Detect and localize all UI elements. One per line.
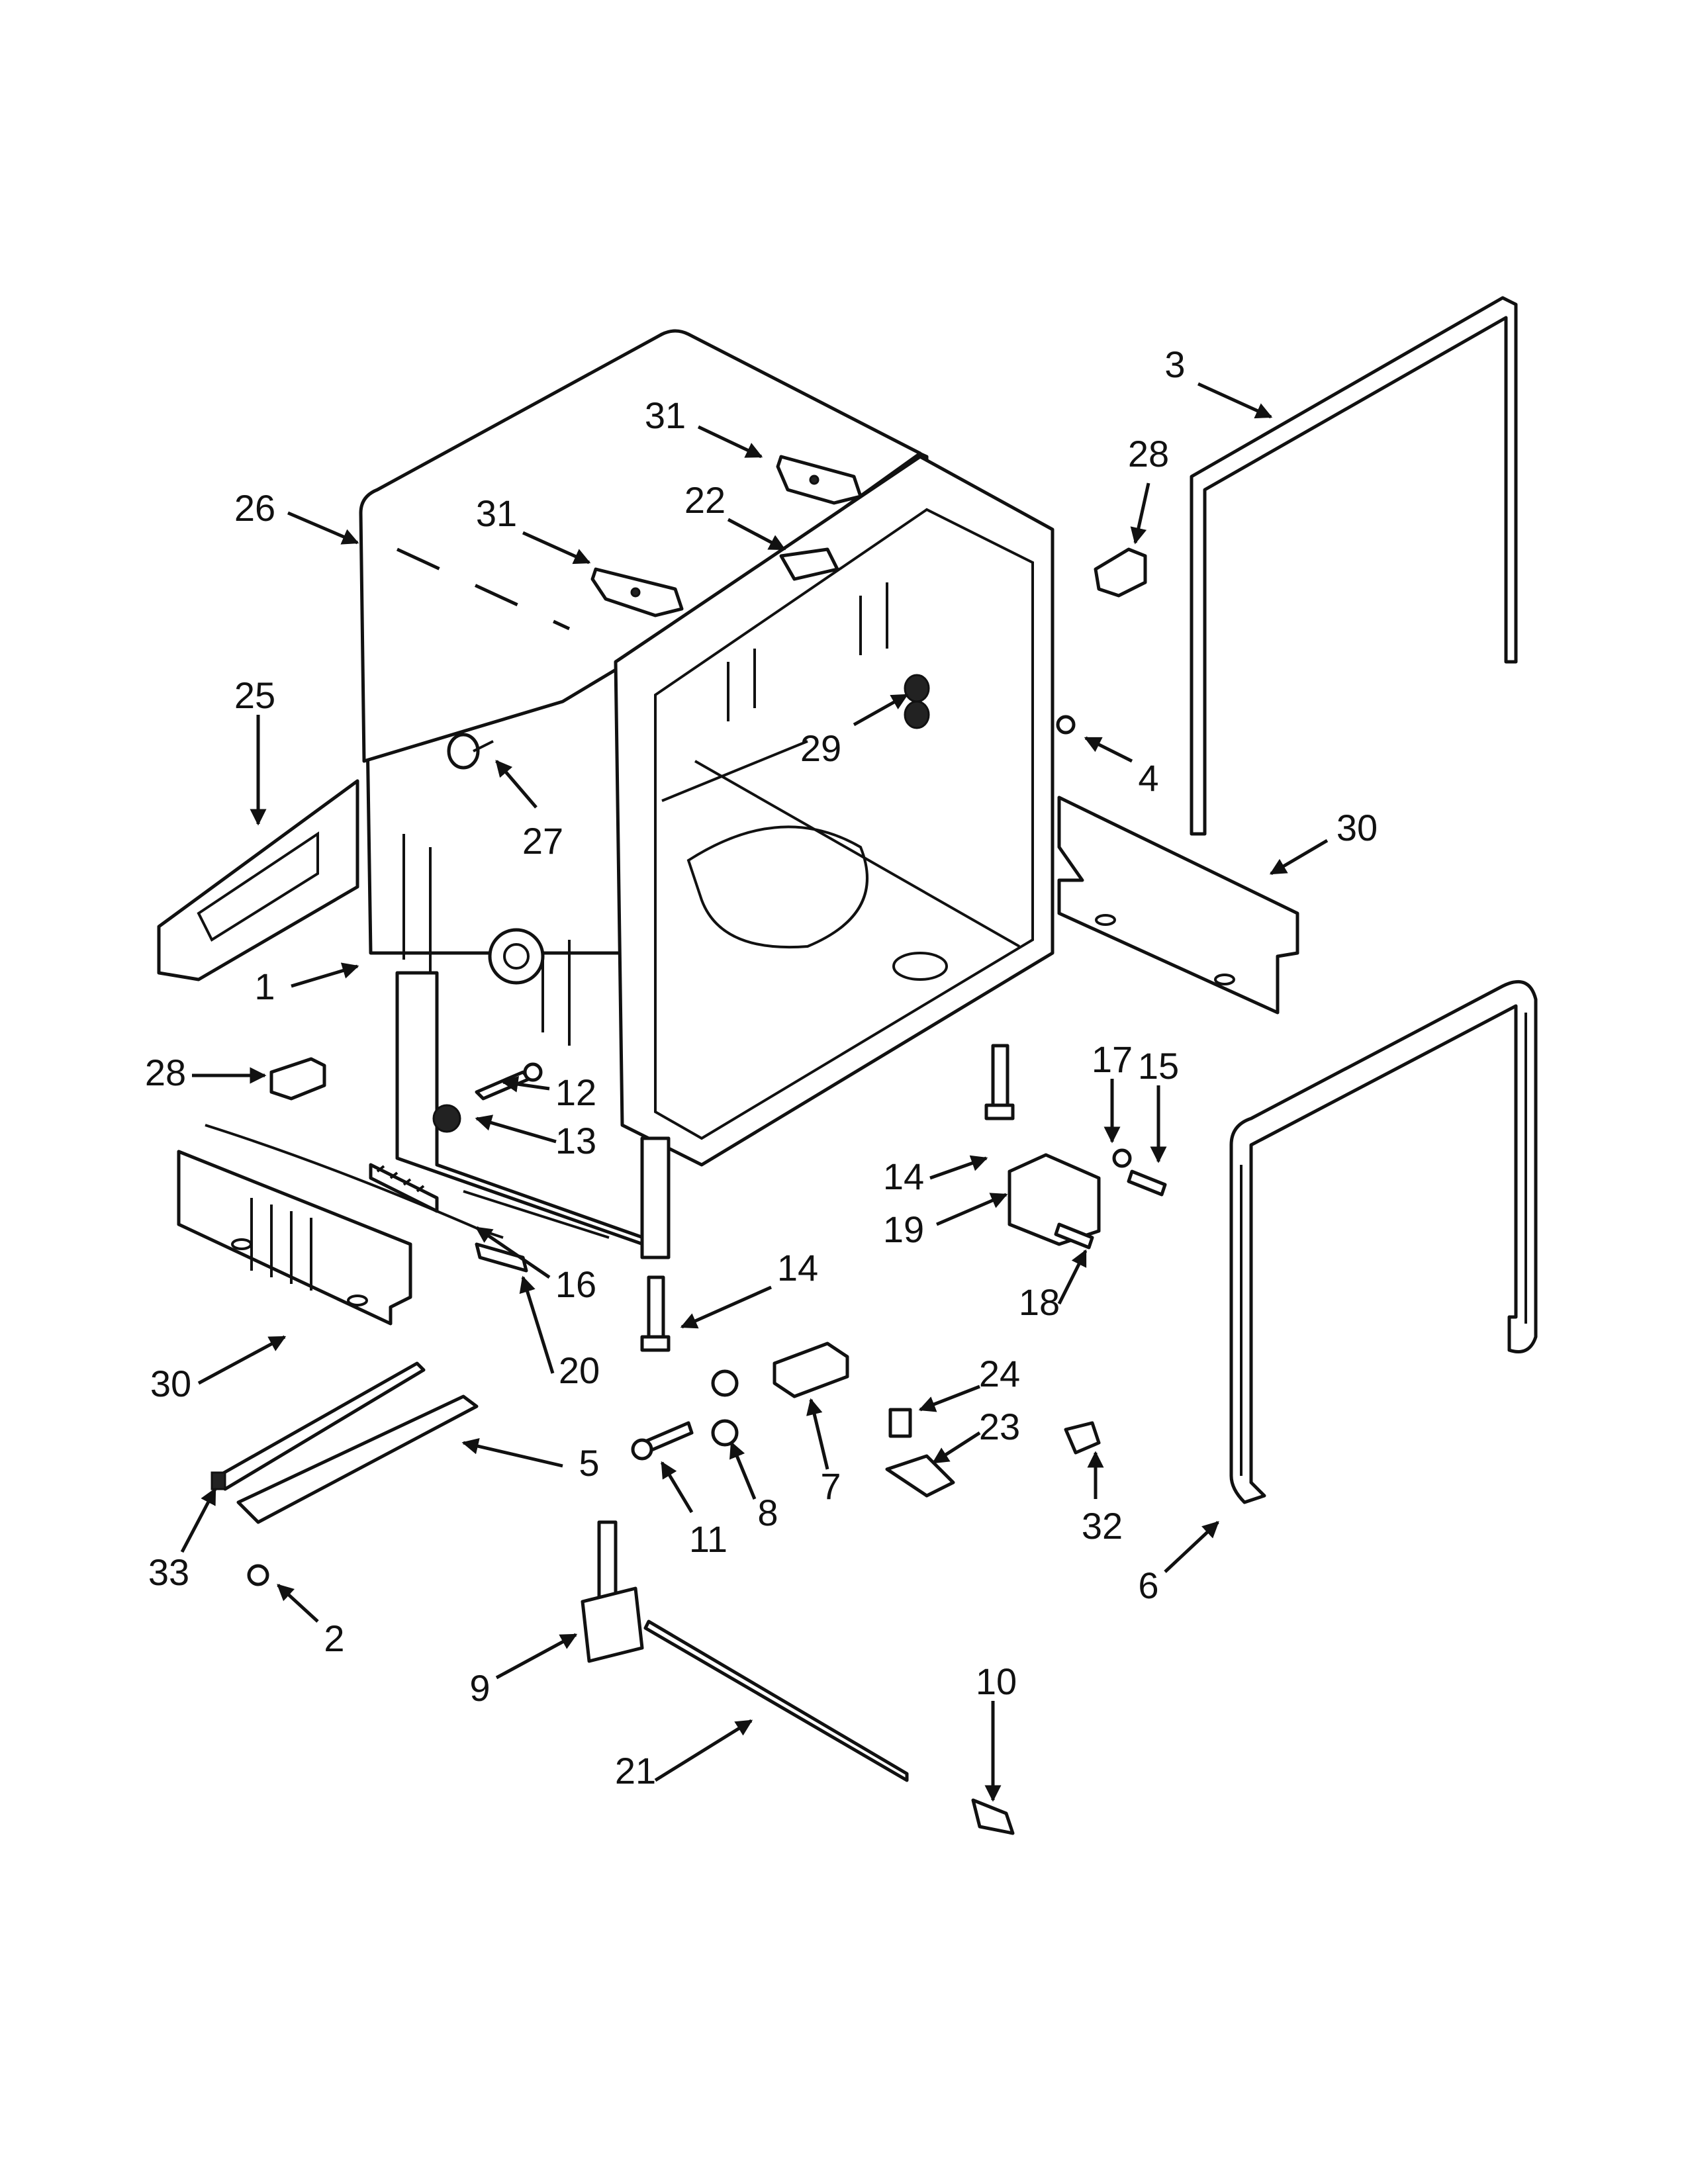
base-frame-bracket: [395, 971, 671, 1259]
insulation-panel-right: [1057, 796, 1299, 1015]
callout-17: 17: [1092, 1038, 1133, 1080]
bracket-screw-lower: [1054, 1222, 1094, 1250]
callout-26: 26: [234, 487, 275, 529]
screw-small: [247, 1564, 269, 1586]
callout-13: 13: [555, 1120, 596, 1161]
mounting-clip: [888, 1408, 912, 1438]
drain-clip: [885, 1454, 955, 1498]
callout-3: 3: [1164, 343, 1185, 385]
plug: [1056, 715, 1076, 735]
callout-30: 30: [150, 1363, 191, 1404]
callout-33: 33: [148, 1551, 189, 1593]
callout-28: 28: [145, 1052, 186, 1093]
leader-lines: [180, 382, 1329, 1802]
callout-31: 31: [476, 492, 517, 534]
callout-32: 32: [1082, 1505, 1123, 1547]
callout-10: 10: [976, 1661, 1017, 1702]
hinge-bracket-lower: [590, 567, 684, 617]
leveling-leg-rear: [581, 1520, 644, 1663]
callout-24: 24: [979, 1353, 1020, 1394]
callout-4: 4: [1138, 757, 1158, 799]
washer: [1112, 1148, 1132, 1168]
insulation-panel-left: [177, 1150, 412, 1326]
spacer-block-top: [1094, 547, 1147, 598]
spacer-block-lower: [269, 1057, 326, 1101]
callout-23: 23: [979, 1406, 1020, 1447]
callout-20: 20: [559, 1349, 600, 1391]
callout-6: 6: [1138, 1565, 1158, 1606]
cable-tie: [211, 1361, 426, 1491]
callout-9: 9: [469, 1667, 490, 1709]
callout-28: 28: [1128, 433, 1169, 475]
leveling-leg-right: [984, 1044, 1015, 1120]
door-gasket-bottom: [1229, 979, 1538, 1504]
door-cable-assembly: [205, 1124, 528, 1273]
callout-27: 27: [522, 820, 563, 862]
shield-plate: [236, 1394, 479, 1524]
callout-21: 21: [615, 1750, 656, 1792]
leveling-rod: [643, 1619, 1015, 1835]
callout-labels: 3 28 31 22 26 31 25 29 4 27 30 1 28 12 1…: [145, 343, 1378, 1792]
callout-8: 8: [757, 1492, 778, 1533]
callout-15: 15: [1138, 1045, 1179, 1087]
hinge-bracket-upper: [776, 455, 863, 505]
side-panel-bracket: [157, 779, 359, 981]
callout-18: 18: [1019, 1281, 1060, 1323]
bumper-plug: [447, 733, 494, 770]
callout-5: 5: [579, 1442, 599, 1484]
callout-2: 2: [324, 1617, 344, 1659]
callout-25: 25: [234, 674, 275, 716]
callout-30: 30: [1336, 807, 1378, 848]
callout-31: 31: [645, 394, 686, 436]
callout-19: 19: [883, 1208, 924, 1250]
callout-22: 22: [684, 479, 726, 521]
bolt: [631, 1421, 694, 1461]
callout-14: 14: [883, 1156, 924, 1197]
tub-inner-cavity: [614, 455, 1055, 1167]
mounting-bracket: [1008, 1153, 1101, 1246]
bracket-screw: [1127, 1169, 1167, 1197]
door-spring-pulley: [432, 1104, 461, 1133]
callout-16: 16: [555, 1263, 596, 1305]
callout-14: 14: [777, 1247, 818, 1289]
callout-11: 11: [689, 1518, 727, 1560]
hose-clamp: [711, 1369, 739, 1447]
callout-29: 29: [800, 727, 841, 769]
callout-1: 1: [254, 966, 275, 1007]
callout-12: 12: [555, 1071, 596, 1113]
door-gasket-top-sides: [1190, 296, 1518, 836]
callout-7: 7: [820, 1465, 841, 1507]
fill-funnel-assembly: [904, 674, 930, 729]
tub-strap: [779, 547, 839, 581]
hose-clip: [773, 1342, 849, 1398]
connector: [1064, 1421, 1101, 1455]
leveling-leg-left: [640, 1275, 671, 1352]
